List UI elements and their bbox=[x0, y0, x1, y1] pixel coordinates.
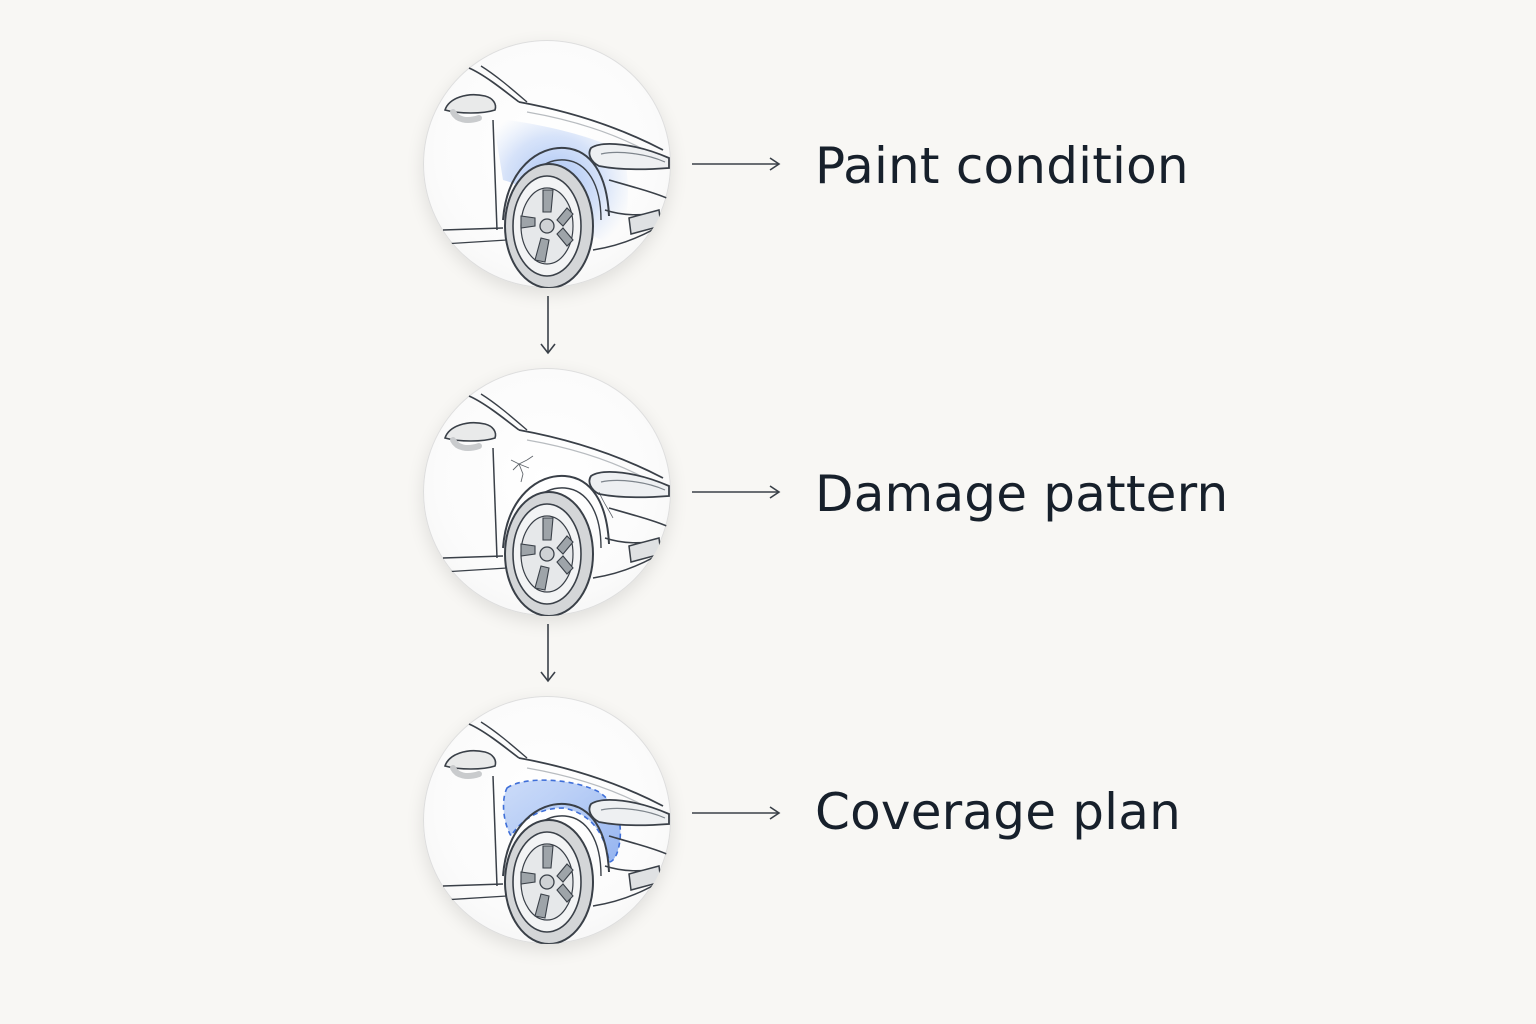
down-arrow-icon bbox=[540, 624, 556, 683]
car-fender-paint-icon bbox=[423, 40, 671, 288]
step-label: Damage pattern bbox=[815, 465, 1229, 523]
right-arrow-icon bbox=[692, 157, 781, 171]
right-arrow-icon bbox=[692, 485, 781, 499]
down-arrow-icon bbox=[540, 296, 556, 355]
step-damage-pattern: Damage pattern bbox=[0, 363, 1536, 623]
car-fender-coverage-icon bbox=[423, 696, 671, 944]
step-paint-condition: Paint condition bbox=[0, 35, 1536, 295]
step-label: Paint condition bbox=[815, 137, 1189, 195]
right-arrow-icon bbox=[692, 806, 781, 820]
step-coverage-plan: Coverage plan bbox=[0, 691, 1536, 951]
step-label: Coverage plan bbox=[815, 783, 1182, 841]
car-fender-damage-icon bbox=[423, 368, 671, 616]
